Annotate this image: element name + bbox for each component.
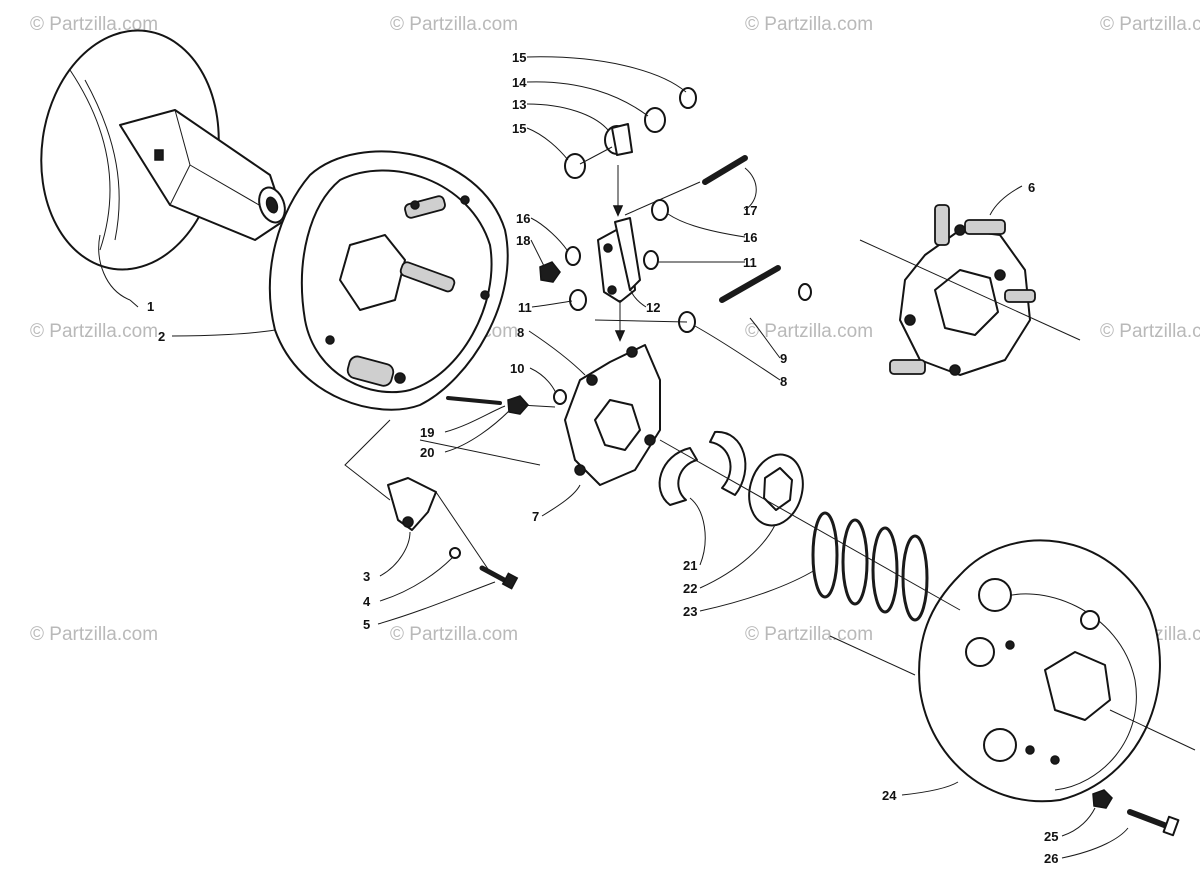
nut-18 xyxy=(539,261,561,283)
watermark: © Partzilla.com xyxy=(390,14,518,35)
callout-26: 26 xyxy=(1044,851,1058,866)
clip-9 xyxy=(798,283,812,301)
cover-24 xyxy=(918,539,1161,803)
washer-16 xyxy=(565,246,581,266)
callout-21: 21 xyxy=(683,558,697,573)
callout-labels: 1 2 3 4 5 6 7 8 8 9 10 11 11 12 13 14 15… xyxy=(147,50,1058,866)
callout-8: 8 xyxy=(517,325,524,340)
callout-22: 22 xyxy=(683,581,697,596)
callout-8-right: 8 xyxy=(780,374,787,389)
washer-11-right xyxy=(643,250,659,270)
nut-25 xyxy=(1092,789,1113,809)
callout-25: 25 xyxy=(1044,829,1058,844)
callout-16: 16 xyxy=(516,211,530,226)
callout-10: 10 xyxy=(510,361,524,376)
watermark: © Partzilla.com xyxy=(390,624,518,645)
callout-17: 17 xyxy=(743,203,757,218)
bushing-14 xyxy=(644,107,666,133)
callout-23: 23 xyxy=(683,604,697,619)
shim-halves-21 xyxy=(658,430,747,506)
watermark: © Partzilla.com xyxy=(745,14,873,35)
washer-16-right xyxy=(651,199,669,221)
spider-7 xyxy=(564,344,661,486)
pin-9 xyxy=(719,265,781,303)
roller-13 xyxy=(604,123,633,156)
callout-15: 15 xyxy=(512,121,526,136)
watermark: © Partzilla.com xyxy=(1100,14,1200,35)
washer-11 xyxy=(569,289,587,311)
leader-lines xyxy=(129,56,1129,859)
callout-15-top: 15 xyxy=(512,50,526,65)
callout-24: 24 xyxy=(882,788,897,803)
callout-19: 19 xyxy=(420,425,434,440)
watermark: © Partzilla.com xyxy=(745,624,873,645)
callout-13: 13 xyxy=(512,97,526,112)
callout-14: 14 xyxy=(512,75,527,90)
callout-18: 18 xyxy=(516,233,530,248)
bolt-19 xyxy=(446,396,502,405)
watermarks: © Partzilla.com © Partzilla.com © Partzi… xyxy=(30,14,1200,645)
watermark: © Partzilla.com xyxy=(745,321,873,342)
bolt-5 xyxy=(479,565,519,590)
watermark: © Partzilla.com xyxy=(30,624,158,645)
callout-9: 9 xyxy=(780,351,787,366)
callout-6: 6 xyxy=(1028,180,1035,195)
weight-arm xyxy=(387,477,437,531)
clutch-housing xyxy=(268,150,509,411)
callout-7: 7 xyxy=(532,509,539,524)
callout-16-right: 16 xyxy=(743,230,757,245)
watermark: © Partzilla.com xyxy=(30,321,158,342)
washer-10 xyxy=(553,389,567,405)
bolt-26 xyxy=(1127,809,1180,837)
link-arm-12 xyxy=(597,217,641,303)
callout-5: 5 xyxy=(363,617,370,632)
callout-20: 20 xyxy=(420,445,434,460)
callout-11-right: 11 xyxy=(743,255,757,270)
callout-3: 3 xyxy=(363,569,370,584)
washer-4 xyxy=(449,547,461,559)
watermark: © Partzilla.com xyxy=(1100,321,1200,342)
watermark: © Partzilla.com xyxy=(30,14,158,35)
spider-assembly-6 xyxy=(889,204,1036,376)
spring-23 xyxy=(811,511,929,622)
callout-4: 4 xyxy=(363,594,371,609)
washer-15-top xyxy=(679,87,697,109)
fixed-sheave xyxy=(40,29,286,271)
pin-17 xyxy=(702,155,748,185)
spring-seat-22 xyxy=(748,453,804,527)
callout-2: 2 xyxy=(158,329,165,344)
nut-20 xyxy=(507,395,530,415)
callout-1: 1 xyxy=(147,299,154,314)
axis-lines xyxy=(98,146,1196,751)
callout-11: 11 xyxy=(518,300,532,315)
callout-12: 12 xyxy=(646,300,660,315)
washer-15 xyxy=(564,153,586,179)
